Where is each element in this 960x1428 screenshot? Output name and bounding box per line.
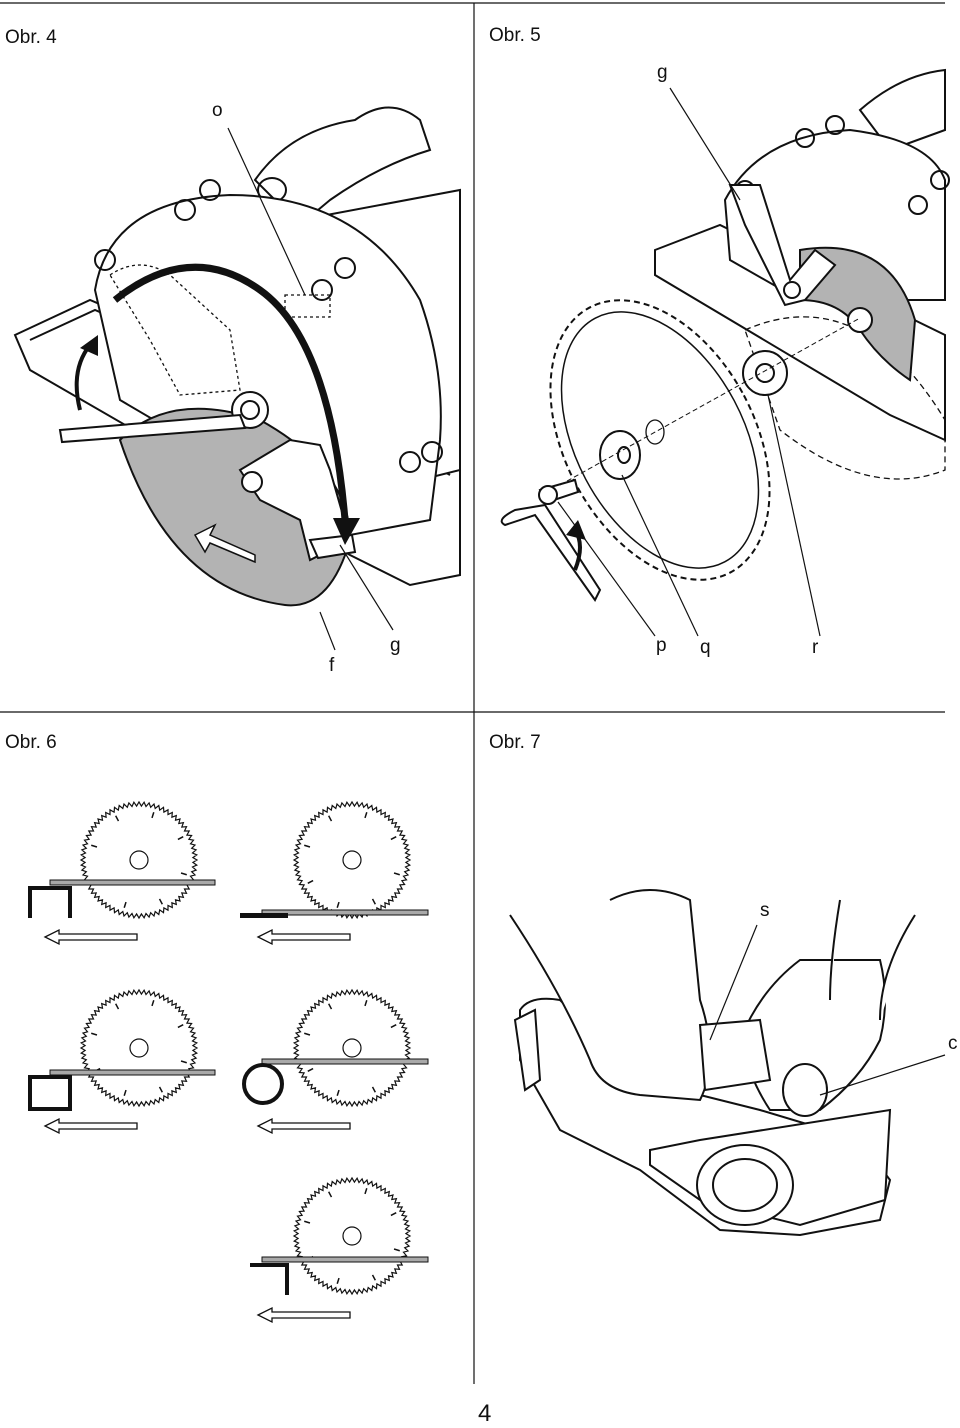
blade-mark	[91, 1032, 98, 1036]
blade-mark	[336, 1089, 340, 1096]
figure-6-title: Obr. 6	[5, 732, 57, 753]
blade-mark	[115, 1003, 120, 1010]
blade-arbor-hole-3	[129, 1038, 149, 1058]
blade-mark	[371, 1086, 376, 1093]
feed-direction-arrow-5	[256, 1306, 351, 1324]
blade-mark	[336, 901, 340, 908]
feed-direction-arrow-1	[43, 928, 138, 946]
blade-mark	[390, 1212, 397, 1217]
workpiece-u-channel	[28, 886, 72, 918]
blade-mark	[371, 1274, 376, 1281]
blade-mark	[393, 1248, 400, 1252]
blade-mark	[328, 1003, 333, 1010]
blade-mark	[115, 815, 120, 822]
callout-f: f	[329, 655, 335, 676]
base-plate-4	[261, 1058, 429, 1065]
blade-mark	[158, 1086, 163, 1093]
blade-mark	[393, 872, 400, 876]
figure-6-illustration	[28, 800, 429, 1324]
callout-p: p	[656, 635, 667, 656]
workpiece-angle	[250, 1263, 289, 1295]
callout-g-fig5: g	[657, 62, 668, 83]
blade-mark	[364, 1000, 368, 1007]
blade-arbor-hole-4	[342, 1038, 362, 1058]
blade-mark	[177, 1024, 184, 1029]
blade-mark	[304, 1032, 311, 1036]
callout-s: s	[760, 900, 770, 921]
blade-mark	[364, 1188, 368, 1195]
blade-mark	[177, 836, 184, 841]
blade-mark	[371, 898, 376, 905]
blade-mark	[307, 1067, 314, 1072]
blade-mark	[390, 836, 397, 841]
blade-mark	[304, 1220, 311, 1224]
callout-q: q	[700, 637, 711, 658]
figure-7-title: Obr. 7	[489, 732, 541, 753]
blade-mark	[180, 1060, 187, 1064]
blade-mark	[304, 844, 311, 848]
blade-mark	[390, 1024, 397, 1029]
blade-arbor-hole-1	[129, 850, 149, 870]
blade-mark	[151, 1000, 155, 1007]
blade-mark	[328, 1191, 333, 1198]
workpiece-square-tube	[28, 1075, 72, 1111]
base-plate-1	[49, 879, 216, 886]
blade-arbor-hole-2	[342, 850, 362, 870]
figure-4-illustration	[13, 106, 461, 651]
callout-c: c	[948, 1033, 958, 1054]
page-number: 4	[478, 1400, 492, 1427]
lift-guard-arrow	[112, 263, 349, 521]
blade-mark	[180, 872, 187, 876]
figure-5-illustration	[500, 68, 950, 637]
blade-mark	[328, 815, 333, 822]
feed-direction-arrow-4	[256, 1117, 351, 1135]
callout-g-fig4: g	[390, 635, 401, 656]
workpiece-round-tube	[242, 1063, 284, 1105]
base-plate-5	[261, 1256, 429, 1263]
figure-4-title: Obr. 4	[5, 27, 57, 48]
blade-mark	[336, 1277, 340, 1284]
blade-mark	[123, 1089, 127, 1096]
base-plate-2	[261, 909, 429, 916]
callout-r: r	[812, 637, 819, 658]
blade-arbor-hole-5	[342, 1226, 362, 1246]
blade-mark	[91, 844, 98, 848]
figure-5-title: Obr. 5	[489, 25, 541, 46]
blade-mark	[158, 898, 163, 905]
callout-o: o	[212, 100, 223, 121]
feed-direction-arrow-3	[43, 1117, 138, 1135]
feed-direction-arrow-2	[256, 928, 351, 946]
blade-mark	[307, 879, 314, 884]
blade-mark	[123, 901, 127, 908]
blade-rotation-arrow	[193, 523, 256, 564]
hex-key	[58, 413, 247, 444]
workpiece-flat-bar	[240, 913, 288, 918]
blade-mark	[151, 812, 155, 819]
blade-mark	[364, 812, 368, 819]
base-plate-3	[49, 1069, 216, 1076]
